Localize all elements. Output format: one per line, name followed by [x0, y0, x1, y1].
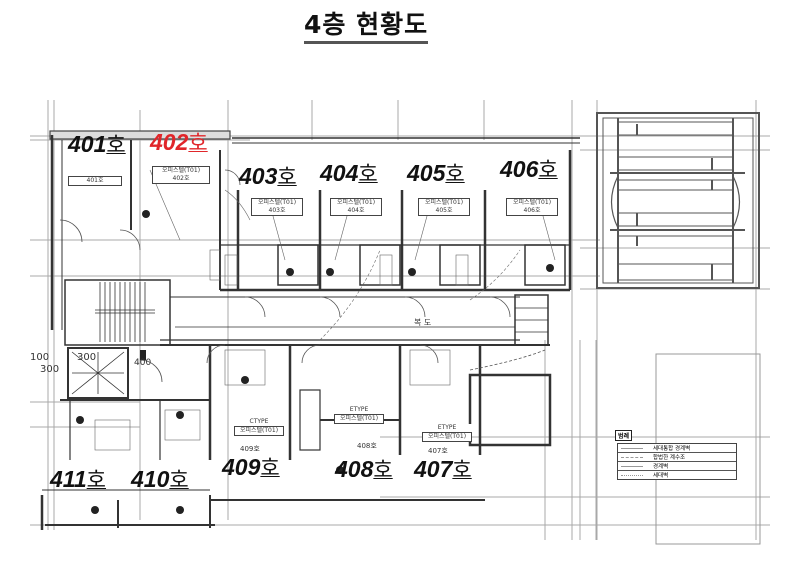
unit-label-408: 408호: [335, 456, 393, 484]
room-tag-text: 405호: [435, 207, 453, 214]
room-tag-text: 오피스텔(T01): [422, 432, 472, 442]
unit-number: 406: [500, 156, 539, 182]
unit-number: 403: [239, 163, 278, 189]
unit-label-401: 401호: [68, 131, 126, 159]
legend-label: 경계벽: [653, 464, 669, 470]
unit-suffix: 호: [538, 159, 558, 182]
dimension-label: 400: [134, 358, 152, 368]
unit-label-402-highlighted: 402호: [150, 129, 208, 157]
legend-row: 합법한 계수조: [618, 453, 736, 462]
walls: [40, 130, 580, 530]
dimension-label: 300: [40, 364, 60, 375]
unit-suffix: 호: [86, 469, 106, 492]
room-tag-406: 오피스텔(T01)406호: [506, 198, 558, 216]
room-tag-text: 401호: [86, 177, 104, 184]
room-tag-text: 406호: [523, 207, 541, 214]
unit-suffix: 호: [260, 457, 280, 480]
parking-lift: [596, 112, 760, 289]
sub-label-407: 407호: [428, 447, 448, 455]
unit-label-406: 406호: [500, 156, 558, 184]
unit-suffix: 호: [445, 163, 465, 186]
room-tag-type: 오피스텔(T01): [424, 199, 464, 206]
sub-label-409: 409호: [240, 445, 260, 453]
unit-suffix: 호: [188, 132, 208, 155]
unit-suffix: 호: [373, 459, 393, 482]
legend-label: 세대통합 경계벽: [653, 446, 691, 452]
room-tag-type: CTYPE: [249, 418, 269, 425]
unit-number: 405: [407, 160, 446, 186]
unit-label-405: 405호: [407, 160, 465, 188]
door-swings: [59, 169, 546, 383]
unit-number: 408: [335, 456, 374, 482]
dimension-label: 300: [77, 352, 97, 363]
unit-number: 402: [150, 129, 189, 155]
unit-suffix: 호: [169, 469, 189, 492]
room-tag-text: 오피스텔(T01): [234, 426, 284, 436]
legend-row: 경계벽: [618, 462, 736, 471]
legend-label: 세대벽: [653, 473, 669, 479]
sub-label-408: 408호: [357, 442, 377, 450]
page-title: 4층 현황도: [304, 10, 429, 44]
legend-title: 범례: [615, 430, 633, 441]
room-tag-type: 오피스텔(T01): [336, 199, 376, 206]
legend: 세대통합 경계벽 합법한 계수조 경계벽 세대벽: [617, 443, 737, 480]
unit-number: 404: [320, 160, 359, 186]
dimension-label: 100: [30, 352, 50, 363]
detail-lines: [94, 169, 556, 451]
room-tag-403: 오피스텔(T01)403호: [251, 198, 303, 216]
room-tag-type: 오피스텔(T01): [512, 199, 552, 206]
room-tag-402: 오피스텔(T01)402호: [152, 166, 210, 184]
legend-label: 합법한 계수조: [653, 455, 686, 461]
unit-suffix: 호: [106, 134, 126, 157]
unit-label-409: 409호: [222, 454, 280, 482]
unit-label-407: 407호: [414, 456, 472, 484]
room-tag-text: 402호: [172, 175, 190, 182]
room-tag-text: 404호: [347, 207, 365, 214]
line-swatch: [621, 465, 643, 467]
unit-label-403: 403호: [239, 163, 297, 191]
line-swatch: [621, 456, 643, 458]
room-tag-text: 오피스텔(T01): [334, 414, 384, 424]
room-tag-type: 오피스텔(T01): [161, 167, 201, 174]
unit-suffix: 호: [277, 166, 297, 189]
unit-label-404: 404호: [320, 160, 378, 188]
legend-row: 세대벽: [618, 471, 736, 479]
unit-number: 401: [68, 131, 107, 157]
room-tag-type: ETYPE: [349, 406, 369, 413]
room-tag-type: 오피스텔(T01): [257, 199, 297, 206]
unit-number: 410: [131, 466, 170, 492]
unit-number: 407: [414, 456, 453, 482]
room-tag-401: 401호: [68, 176, 122, 186]
unit-number: 409: [222, 454, 261, 480]
legend-row: 세대통합 경계벽: [618, 444, 736, 453]
line-swatch: [621, 447, 643, 449]
room-tag-text: 403호: [268, 207, 286, 214]
corridor-label: 복 도: [414, 318, 432, 327]
unit-number: 411: [50, 466, 87, 492]
unit-label-410: 410호: [131, 466, 189, 494]
unit-suffix: 호: [358, 163, 378, 186]
room-tag-404: 오피스텔(T01)404호: [330, 198, 382, 216]
fixtures: [76, 210, 554, 514]
room-tag-405: 오피스텔(T01)405호: [418, 198, 470, 216]
unit-label-411: 411호: [50, 466, 106, 494]
line-swatch: [621, 474, 643, 476]
room-tag-type: ETYPE: [437, 424, 457, 431]
unit-suffix: 호: [452, 459, 472, 482]
